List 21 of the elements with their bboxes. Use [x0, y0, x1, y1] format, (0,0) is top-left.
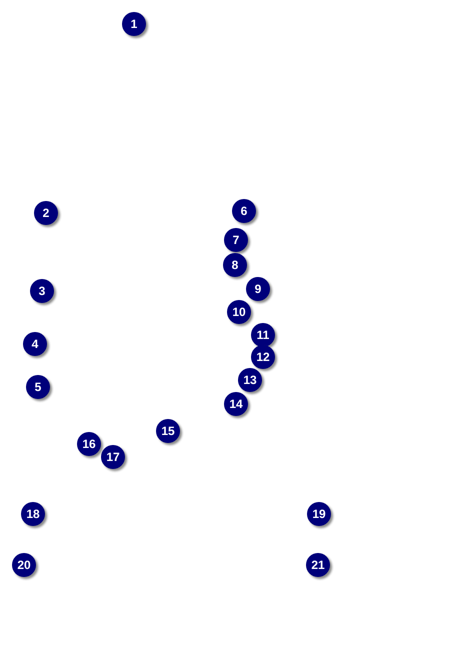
callout-number: 3 — [30, 279, 54, 303]
callout-number: 11 — [251, 323, 275, 347]
callout-number: 13 — [238, 368, 262, 392]
callout-number: 18 — [21, 502, 45, 526]
callout-number: 15 — [156, 419, 180, 443]
callout-number: 8 — [223, 253, 247, 277]
callout-number: 19 — [307, 502, 331, 526]
callout-number: 12 — [251, 345, 275, 369]
callout-number: 2 — [34, 201, 58, 225]
callout-number: 7 — [224, 228, 248, 252]
callout-number: 1 — [122, 12, 146, 36]
callout-number: 16 — [77, 432, 101, 456]
callout-number: 21 — [306, 553, 330, 577]
callout-number: 6 — [232, 199, 256, 223]
callout-number: 20 — [12, 553, 36, 577]
callout-number: 10 — [227, 300, 251, 324]
callout-number: 14 — [224, 392, 248, 416]
callout-number: 9 — [246, 277, 270, 301]
callout-number: 5 — [26, 375, 50, 399]
callout-number: 17 — [101, 445, 125, 469]
callout-number: 4 — [23, 332, 47, 356]
